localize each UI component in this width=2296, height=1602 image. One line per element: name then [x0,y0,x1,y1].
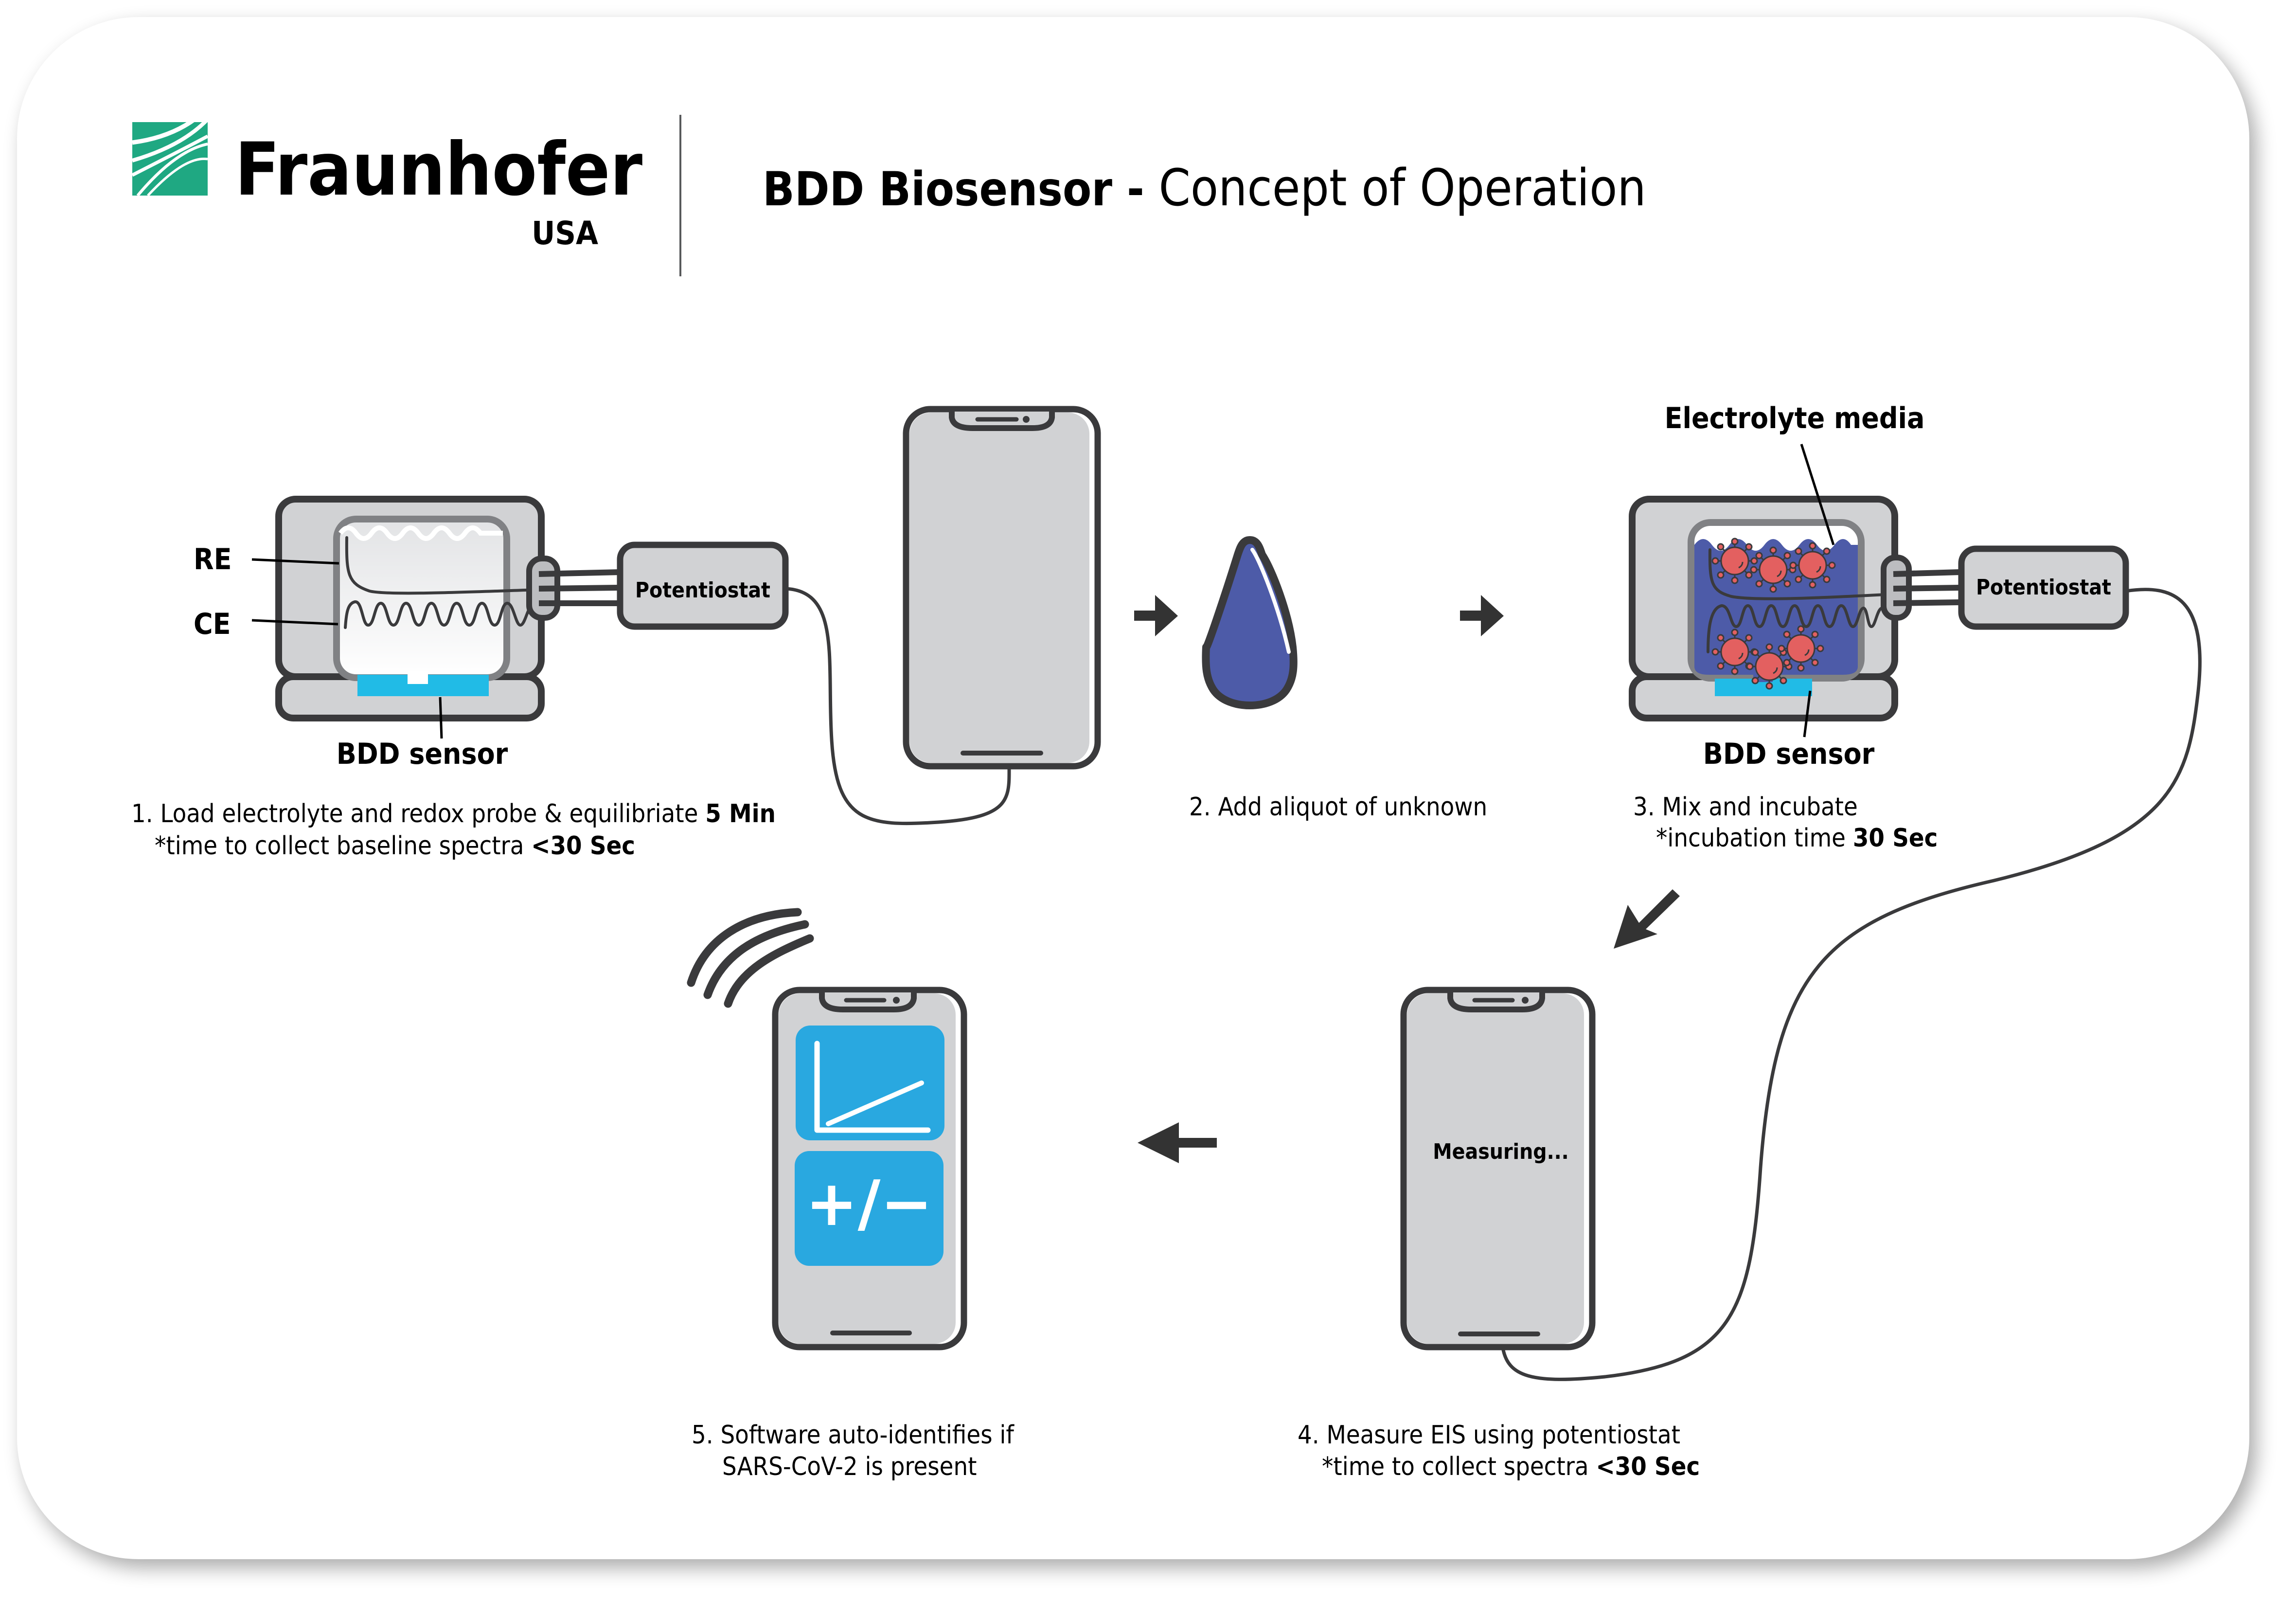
step3-cell [1629,496,1960,721]
sensor-window [408,671,428,684]
phone-camera [1023,416,1030,423]
usb-cable [783,587,1011,826]
ce-label: CE [194,607,231,641]
result-tile: +/− [795,1151,943,1266]
step4-caption-line1: 4. Measure EIS using potentiostat [1298,1421,1680,1450]
lead-wire [538,569,621,577]
electrolyte-media-label: Electrolyte media [1665,401,1925,435]
smartphone-measuring: Measuring... [1400,987,1596,1350]
caption-emphasis: 5 Min [705,799,776,828]
step1-potentiostat: Potentiostat [617,541,789,630]
fluid-surface-wave [338,525,503,541]
fluid-chamber [333,516,510,681]
fraunhofer-mark-icon [131,106,210,197]
sensor-leader-line [439,697,443,739]
potentiostat-box [617,541,789,630]
lead-wire [1893,599,1960,606]
positive-negative-result: +/− [805,1168,932,1240]
re-leader-line [251,558,339,565]
arrow-left-icon [1138,1122,1217,1163]
bdd-sensor-label: BDD sensor [337,737,508,771]
page-title: BDD Biosensor - Concept of Operation [763,158,1646,217]
title-light-part: Concept of Operation [1144,158,1646,217]
caption-text: *time to collect baseline spectra [155,831,531,861]
media-leader-line [1800,444,1835,545]
potentiostat-label: Potentiostat [1976,575,2111,600]
reference-electrode-wire [1708,548,1888,600]
logo-subtitle: USA [532,215,598,252]
diagram-card [17,17,2249,1559]
step1-cell [275,496,621,721]
arrow-right-icon [1134,595,1178,636]
virus-icon [1778,625,1824,672]
step4-caption-line2: *time to collect spectra <30 Sec [1322,1452,1700,1481]
reference-electrode-wire [345,536,544,595]
step5-caption-line1: 5. Software auto-identifies if [692,1421,1015,1450]
lead-wire [1893,569,1960,577]
lead-wire [538,585,621,592]
sensor-leader-line [1803,690,1812,738]
caption-text: *time to collect spectra [1322,1452,1596,1481]
caption-emphasis: 30 Sec [1853,824,1938,853]
potentiostat-box [1958,545,2129,630]
step3-potentiostat: Potentiostat [1958,545,2129,630]
virus-icon [1746,643,1793,690]
counter-electrode-coil [1707,604,1884,653]
phone-camera [893,997,900,1004]
phone-camera [1522,997,1529,1004]
potentiostat-label: Potentiostat [635,578,770,603]
arrow-right-icon [1460,595,1504,636]
title-bold-part: BDD Biosensor - [763,162,1144,216]
droplet-icon [1202,536,1298,709]
wireless-signal-icon [687,908,814,1008]
caption-emphasis: <30 Sec [1596,1452,1700,1481]
step3-caption-line1: 3. Mix and incubate [1633,792,1858,822]
smartphone-1 [903,406,1101,770]
step1-caption-line2: *time to collect baseline spectra <30 Se… [155,831,635,861]
arrow-down-left-icon [1614,889,1680,949]
usb-cable [1501,588,2202,1381]
caption-text: *incubation time [1656,824,1853,853]
step5-caption-line2: SARS-CoV-2 is present [722,1452,977,1481]
measuring-status: Measuring... [1433,1139,1568,1164]
caption-text: 1. Load electrolyte and redox probe & eq… [131,799,705,828]
graph-tile [796,1026,944,1140]
lead-wire [1893,585,1960,592]
virus-icon [1750,546,1797,593]
line-graph-icon [814,1041,931,1133]
virus-icon [1789,542,1836,589]
ce-leader-line [251,619,338,626]
logo-wordmark: Fraunhofer [235,127,642,212]
bdd-sensor-label: BDD sensor [1703,737,1875,771]
virus-icon [1711,538,1758,584]
smartphone-result: +/− [772,987,967,1350]
step1-caption-line1: 1. Load electrolyte and redox probe & eq… [131,799,776,828]
counter-electrode-coil [344,600,534,629]
step2-caption: 2. Add aliquot of unknown [1189,792,1487,822]
fraunhofer-logo: Fraunhofer USA [131,106,642,252]
step3-caption-line2: *incubation time 30 Sec [1656,824,1938,853]
caption-emphasis: <30 Sec [531,831,635,861]
re-label: RE [194,542,231,576]
